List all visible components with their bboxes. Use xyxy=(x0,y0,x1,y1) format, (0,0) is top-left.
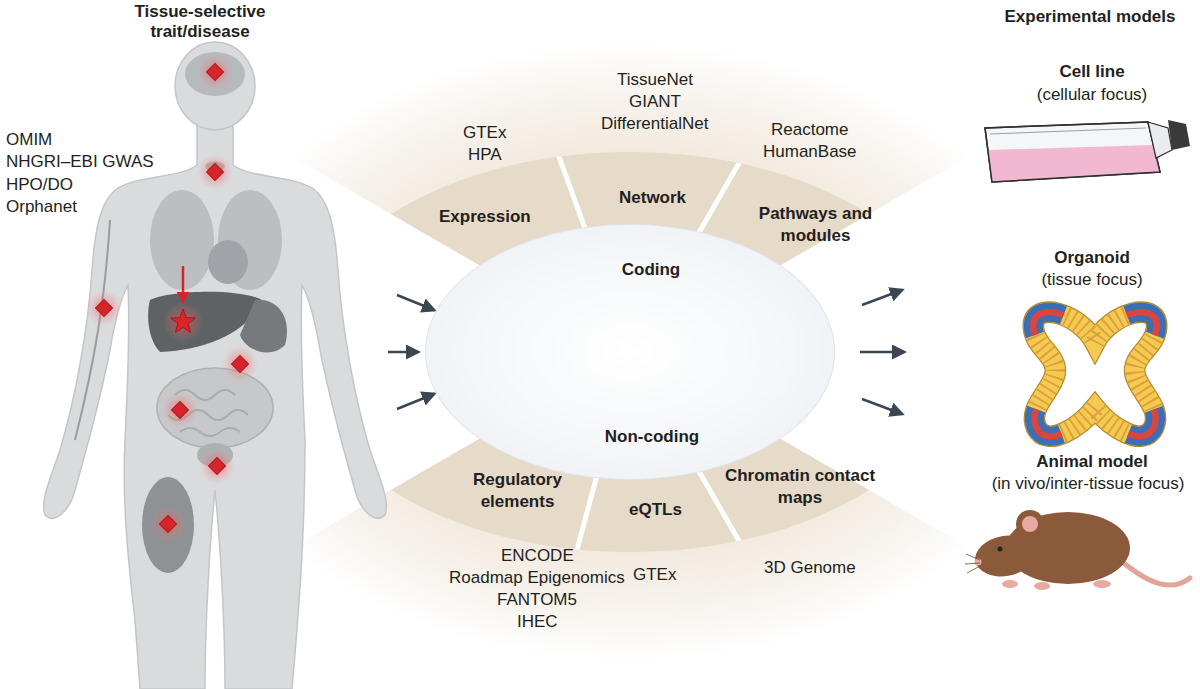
column-heading: Experimental models xyxy=(1004,6,1175,28)
fan-segment: Chromatin contact maps 3D Genome xyxy=(717,461,883,583)
database-name: Reactome xyxy=(771,119,848,141)
flow-arrow xyxy=(388,351,418,354)
tissue-marker xyxy=(150,506,186,542)
database-name: Orphanet xyxy=(6,196,77,218)
organoid-outline xyxy=(1033,312,1156,436)
heart xyxy=(208,240,248,284)
target-star xyxy=(171,309,196,333)
database-name: GTEx xyxy=(463,122,506,144)
model-focus: (tissue focus) xyxy=(1041,269,1142,291)
segment-label: Expression xyxy=(439,206,531,228)
mouse-tail xyxy=(1120,560,1190,585)
mouse-whiskers xyxy=(965,554,980,573)
database-name: ENCODE xyxy=(501,545,574,567)
database-name: FANTOM5 xyxy=(497,589,577,611)
model-name: Animal model xyxy=(1036,451,1147,473)
database-name: GTEx xyxy=(633,564,676,586)
flask-outline xyxy=(985,122,1160,182)
flow-arrow xyxy=(862,290,902,305)
head xyxy=(175,42,255,130)
fan-band xyxy=(300,152,960,552)
model-focus: (in vivo/inter-tissue focus) xyxy=(992,473,1185,495)
organoid-cells xyxy=(1033,312,1156,436)
mouse-foot xyxy=(1002,580,1018,588)
intestines xyxy=(157,368,273,448)
tissue-marker xyxy=(197,154,233,190)
column-heading: Tissue-selective trait/disease xyxy=(118,2,283,42)
thigh-muscle xyxy=(142,477,194,573)
organoid-crypt-core xyxy=(1033,312,1156,436)
coding-ellipse: CodingNon-coding xyxy=(425,224,835,480)
flow-arrow xyxy=(397,394,434,409)
flask-body xyxy=(985,122,1160,182)
model-focus: (cellular focus) xyxy=(1037,84,1148,106)
mouse-head xyxy=(972,531,1038,581)
database-name: IHEC xyxy=(517,611,558,633)
database-name: GIANT xyxy=(629,91,681,113)
tissue-marker xyxy=(197,54,233,90)
region-label: Coding xyxy=(622,259,681,281)
database-name: OMIM xyxy=(6,129,52,151)
database-name: Roadmap Epigenomics xyxy=(449,567,625,589)
human-figure xyxy=(44,42,387,689)
stomach xyxy=(240,300,287,353)
database-name: HumanBase xyxy=(763,141,857,163)
cell-culture-flask xyxy=(985,120,1190,182)
flask-cap xyxy=(1168,120,1190,150)
database-name: 3D Genome xyxy=(764,557,856,579)
flow-arrow xyxy=(862,399,902,414)
flow-arrow xyxy=(860,351,904,354)
model-name: Organoid xyxy=(1054,247,1130,269)
marker-glow xyxy=(163,302,203,342)
target-arrow xyxy=(182,266,185,302)
segment-label: Regulatory elements xyxy=(460,469,575,513)
database-name: NHGRI–EBI GWAS xyxy=(6,151,154,173)
database-name: DifferentialNet xyxy=(601,113,708,135)
fan-segment: Pathways and modules ReactomeHumanBase xyxy=(749,115,882,251)
brain xyxy=(185,52,245,96)
database-name: HPO/DO xyxy=(6,174,73,196)
tissue-marker xyxy=(162,392,198,428)
fan-segment: Network TissueNetGIANTDifferentialNet xyxy=(597,65,712,213)
mouse-foot xyxy=(1034,582,1050,590)
region-label: Non-coding xyxy=(605,426,699,448)
blood-vessel xyxy=(75,220,110,440)
mouse xyxy=(965,510,1190,590)
segment-label: Chromatin contact maps xyxy=(721,465,879,509)
fan-segment: Regulatory elementsENCODERoadmap Epigeno… xyxy=(445,465,629,637)
model-name: Cell line xyxy=(1059,61,1124,83)
flask-neck xyxy=(1148,122,1172,158)
mouse-ear xyxy=(1016,510,1044,538)
database-name: TissueNet xyxy=(617,69,693,91)
mouse-foot xyxy=(1093,580,1111,588)
segment-label: eQTLs xyxy=(629,499,682,521)
flow-arrow xyxy=(397,295,434,310)
mouse-eye xyxy=(998,547,1003,552)
organoid-crypt xyxy=(1033,312,1156,436)
tissue-marker xyxy=(199,448,235,484)
flask-rim xyxy=(990,128,1146,134)
mouse-ear-inner xyxy=(1022,516,1038,532)
fan-segment: eQTLsGTEx xyxy=(625,495,686,590)
organoid-epithelium xyxy=(1033,312,1156,436)
fan-band xyxy=(300,152,960,552)
segment-label: Pathways and modules xyxy=(753,203,878,247)
organoid xyxy=(1033,312,1156,436)
tissue-marker xyxy=(86,290,122,326)
fan-segment: Expression GTExHPA xyxy=(435,118,535,232)
database-name: HPA xyxy=(468,144,502,166)
body-silhouette xyxy=(44,120,387,689)
tissue-marker xyxy=(222,346,258,382)
segment-label: Network xyxy=(619,187,686,209)
